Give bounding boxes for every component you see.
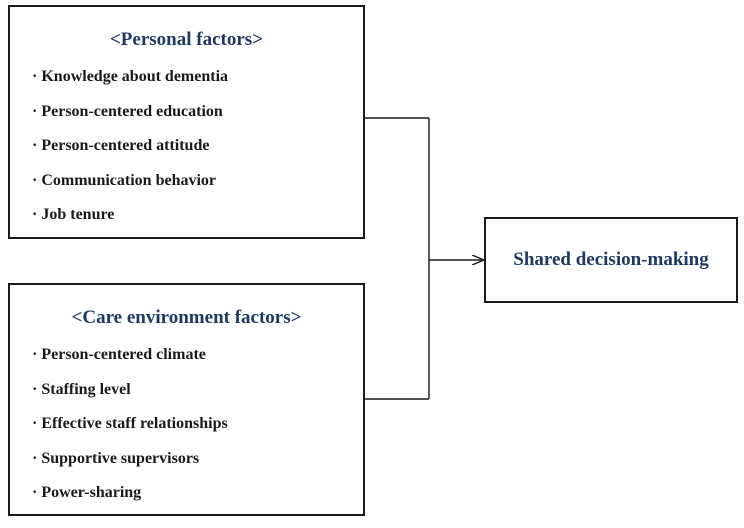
personal-factors-box: <Personal factors> ·Knowledge about deme… xyxy=(8,5,365,239)
factor-item: ·Supportive supervisors xyxy=(32,448,228,483)
bullet-dot: · xyxy=(32,68,38,85)
factor-label: Staffing level xyxy=(41,380,131,398)
bullet-dot: · xyxy=(32,137,38,154)
bullet-dot: · xyxy=(32,449,38,467)
factor-item: ·Person-centered education xyxy=(32,101,228,136)
factor-item: ·Communication behavior xyxy=(32,170,228,205)
care-environment-factors-list: ·Person-centered climate·Staffing level·… xyxy=(32,344,228,517)
factor-item: ·Staffing level xyxy=(32,379,228,414)
factor-item: ·Job tenure xyxy=(32,204,228,239)
factor-label: Communication behavior xyxy=(41,171,217,189)
bullet-dot: · xyxy=(32,380,38,398)
factor-label: Supportive supervisors xyxy=(41,449,200,467)
personal-factors-list: ·Knowledge about dementia·Person-centere… xyxy=(32,66,228,239)
factor-label: Effective staff relationships xyxy=(41,415,228,432)
shared-decision-making-box: Shared decision-making xyxy=(484,217,738,303)
care-environment-factors-title: <Care environment factors> xyxy=(71,307,302,328)
factor-item: ·Power-sharing xyxy=(32,482,228,517)
bullet-dot: · xyxy=(32,171,38,189)
factor-item: ·Person-centered attitude xyxy=(32,135,228,170)
factor-item: ·Knowledge about dementia xyxy=(32,66,228,101)
factor-label: Power-sharing xyxy=(41,484,142,501)
factor-item: ·Effective staff relationships xyxy=(32,413,228,448)
factor-label: Person-centered climate xyxy=(41,346,206,363)
factor-label: Job tenure xyxy=(41,206,115,223)
factor-label: Knowledge about dementia xyxy=(41,68,229,85)
factor-item: ·Person-centered climate xyxy=(32,344,228,379)
shared-decision-making-label: Shared decision-making xyxy=(513,249,709,270)
personal-factors-title: <Personal factors> xyxy=(109,29,264,50)
factor-label: Person-centered attitude xyxy=(41,137,210,154)
care-environment-factors-box: <Care environment factors> ·Person-cente… xyxy=(8,283,365,516)
bullet-dot: · xyxy=(32,415,38,432)
bullet-dot: · xyxy=(32,102,38,120)
bullet-dot: · xyxy=(32,484,38,501)
bullet-dot: · xyxy=(32,206,38,223)
factor-label: Person-centered education xyxy=(41,102,223,120)
bullet-dot: · xyxy=(32,346,38,363)
